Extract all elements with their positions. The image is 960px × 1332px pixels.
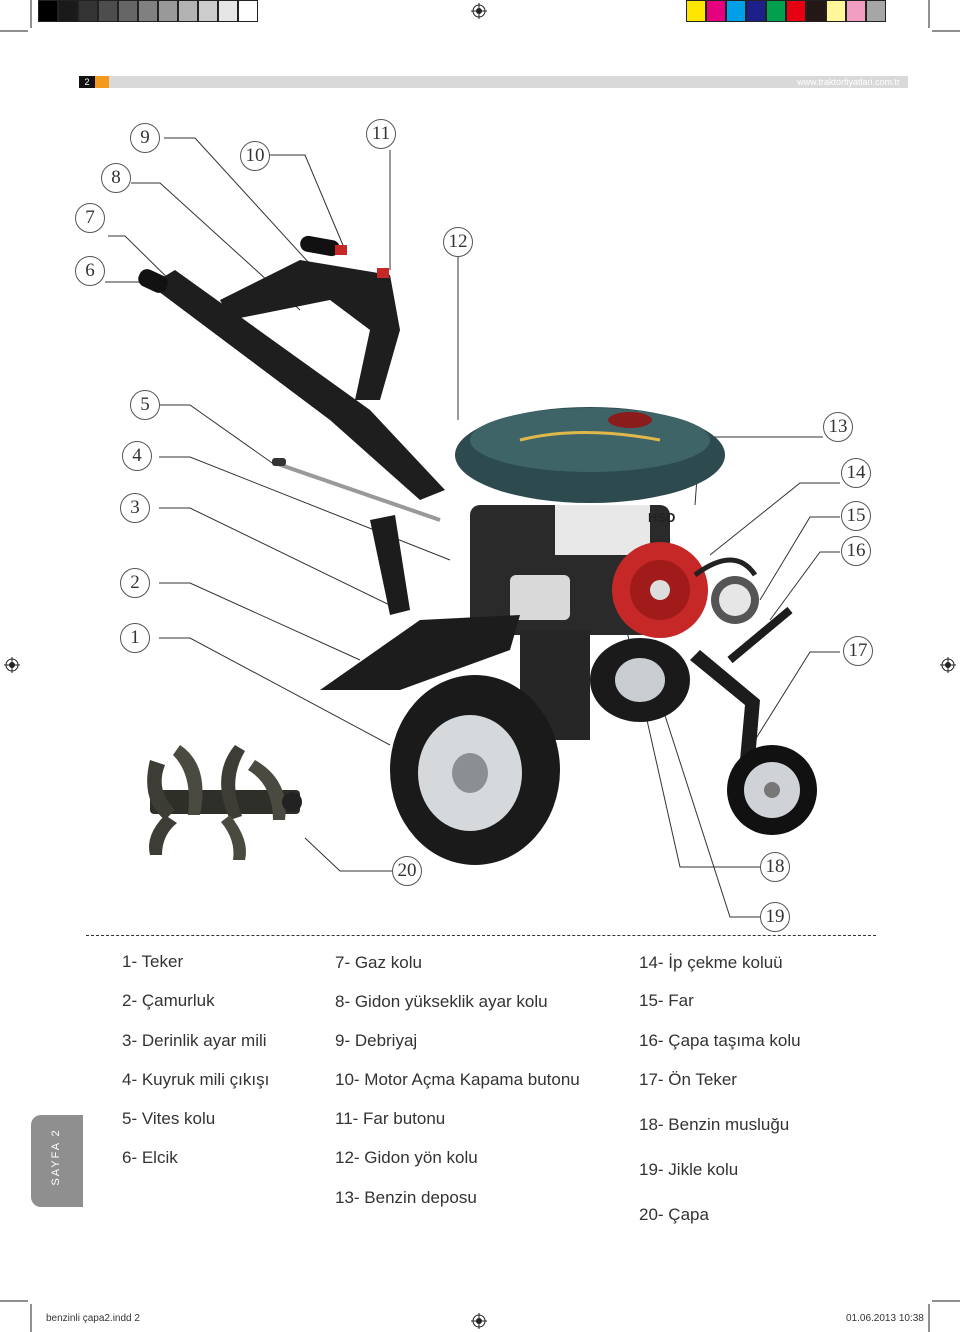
gray-swatch bbox=[238, 0, 258, 22]
callout-3: 3 bbox=[120, 493, 150, 523]
legend-item: 15- Far bbox=[639, 991, 694, 1010]
color-swatch bbox=[726, 0, 746, 22]
color-swatch bbox=[746, 0, 766, 22]
footer-file-name: benzinli çapa2.indd 2 bbox=[46, 1313, 140, 1324]
legend-item: 4- Kuyruk mili çıkışı bbox=[122, 1070, 270, 1089]
legend-item: 2- Çamurluk bbox=[122, 991, 215, 1010]
legend-item: 11- Far butonu bbox=[335, 1109, 446, 1128]
callout-15: 15 bbox=[841, 501, 871, 531]
callout-9: 9 bbox=[130, 123, 160, 153]
callout-19: 19 bbox=[760, 902, 790, 932]
legend-item: 19- Jikle kolu bbox=[639, 1160, 739, 1179]
gray-swatch bbox=[58, 0, 78, 22]
header-page-number: 2 bbox=[79, 76, 95, 88]
callout-16: 16 bbox=[841, 536, 871, 566]
callout-13: 13 bbox=[823, 412, 853, 442]
legend-item: 6- Elcik bbox=[122, 1148, 178, 1167]
gray-swatch bbox=[98, 0, 118, 22]
legend-item: 7- Gaz kolu bbox=[335, 953, 422, 972]
tiller-illustration: HSD bbox=[105, 137, 840, 918]
callout-5: 5 bbox=[130, 390, 160, 420]
registration-mark-icon bbox=[471, 3, 487, 19]
gray-swatch bbox=[178, 0, 198, 22]
color-swatch bbox=[866, 0, 886, 22]
front-wheel bbox=[727, 745, 817, 835]
gray-swatch bbox=[138, 0, 158, 22]
grayscale-print-bar bbox=[38, 0, 258, 22]
engine: HSD bbox=[470, 505, 759, 638]
tiller-blades bbox=[147, 745, 302, 860]
callout-7: 7 bbox=[75, 203, 105, 233]
legend-item: 14- İp çekme koluü bbox=[639, 953, 783, 972]
callout-11: 11 bbox=[366, 119, 396, 149]
color-swatch bbox=[846, 0, 866, 22]
header-strip bbox=[79, 76, 908, 88]
section-divider bbox=[86, 935, 876, 936]
registration-mark-icon bbox=[940, 657, 956, 673]
gray-swatch bbox=[118, 0, 138, 22]
callout-20: 20 bbox=[392, 856, 422, 886]
gray-swatch bbox=[78, 0, 98, 22]
footer-date: 01.06.2013 10:38 bbox=[846, 1313, 924, 1324]
callout-10: 10 bbox=[240, 141, 270, 171]
header-accent bbox=[95, 76, 109, 88]
page-side-tab: SAYFA 2 bbox=[31, 1115, 83, 1207]
color-swatch bbox=[706, 0, 726, 22]
callout-1: 1 bbox=[120, 623, 150, 653]
color-swatch bbox=[786, 0, 806, 22]
handlebar bbox=[138, 235, 445, 522]
gray-swatch bbox=[198, 0, 218, 22]
legend-item: 8- Gidon yükseklik ayar kolu bbox=[335, 992, 548, 1011]
gray-swatch bbox=[218, 0, 238, 22]
registration-mark-icon bbox=[4, 657, 20, 673]
legend-item: 18- Benzin musluğu bbox=[639, 1115, 790, 1134]
color-swatch bbox=[826, 0, 846, 22]
legend-item: 17- Ön Teker bbox=[639, 1070, 737, 1089]
main-wheel bbox=[390, 675, 560, 865]
chassis bbox=[320, 515, 793, 760]
engine-brand-label: HSD bbox=[648, 510, 675, 525]
legend-item: 10- Motor Açma Kapama butonu bbox=[335, 1070, 580, 1089]
color-swatch bbox=[806, 0, 826, 22]
callout-17: 17 bbox=[843, 636, 873, 666]
legend-item: 5- Vites kolu bbox=[122, 1109, 216, 1128]
callout-14: 14 bbox=[841, 458, 871, 488]
legend-item: 13- Benzin deposu bbox=[335, 1188, 477, 1207]
color-print-bar bbox=[686, 0, 886, 22]
header-website: www.traktorfiyatlari.com.tr bbox=[796, 77, 900, 87]
legend-item: 9- Debriyaj bbox=[335, 1031, 418, 1050]
callout-12: 12 bbox=[443, 227, 473, 257]
fuel-tank bbox=[455, 407, 725, 503]
legend-item: 12- Gidon yön kolu bbox=[335, 1148, 478, 1167]
legend-item: 1- Teker bbox=[122, 952, 184, 971]
legend-item: 20- Çapa bbox=[639, 1205, 709, 1224]
color-swatch bbox=[686, 0, 706, 22]
registration-mark-icon bbox=[471, 1313, 487, 1329]
callout-2: 2 bbox=[120, 568, 150, 598]
color-swatch bbox=[766, 0, 786, 22]
gray-swatch bbox=[158, 0, 178, 22]
callout-6: 6 bbox=[75, 256, 105, 286]
callout-8: 8 bbox=[101, 163, 131, 193]
callout-4: 4 bbox=[122, 441, 152, 471]
legend-item: 16- Çapa taşıma kolu bbox=[639, 1031, 801, 1050]
gray-swatch bbox=[38, 0, 58, 22]
legend-item: 3- Derinlik ayar mili bbox=[122, 1031, 267, 1050]
callout-18: 18 bbox=[760, 852, 790, 882]
page-side-tab-label: SAYFA 2 bbox=[50, 1128, 62, 1186]
